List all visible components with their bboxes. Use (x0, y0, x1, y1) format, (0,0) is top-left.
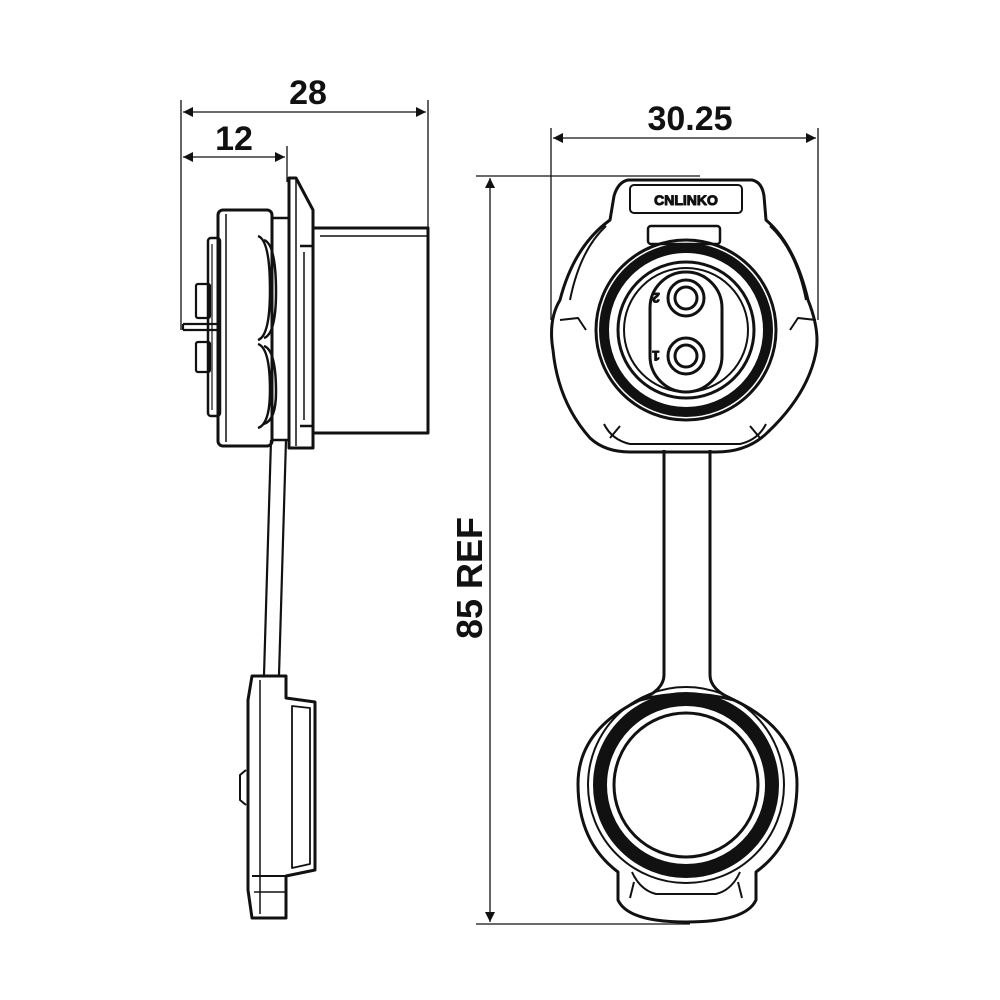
front-face-rings (594, 238, 778, 422)
side-rear-nut (206, 208, 274, 448)
dimension-85-ref (476, 175, 700, 925)
front-view: CNLINKO 2 1 (550, 178, 819, 924)
side-flange (287, 176, 315, 450)
side-threads (257, 216, 289, 442)
side-rear-pins (181, 282, 218, 374)
front-pin-1 (666, 336, 706, 376)
front-pin-2 (666, 278, 706, 318)
front-tether-strap (639, 450, 735, 702)
front-logo-plate (629, 184, 743, 214)
dimension-12-label: 12 (215, 120, 253, 158)
side-tether-strap (262, 439, 288, 676)
dimension-12 (183, 146, 288, 182)
side-cap (239, 674, 317, 920)
front-logo-text: CNLINKO (654, 192, 718, 208)
front-pin-label-2: 2 (652, 290, 660, 306)
front-cap-ring (576, 686, 799, 924)
dimension-30-25 (550, 128, 819, 320)
front-receptacle-body (550, 178, 819, 454)
dimension-30-25-label: 30.25 (647, 100, 732, 138)
dimension-85-ref-label: 85 REF (449, 517, 490, 639)
dimension-28-label: 28 (289, 74, 327, 112)
front-insert (648, 270, 724, 394)
side-front-body (300, 226, 430, 435)
side-view (181, 176, 430, 920)
front-pin-label-1: 1 (652, 348, 660, 364)
